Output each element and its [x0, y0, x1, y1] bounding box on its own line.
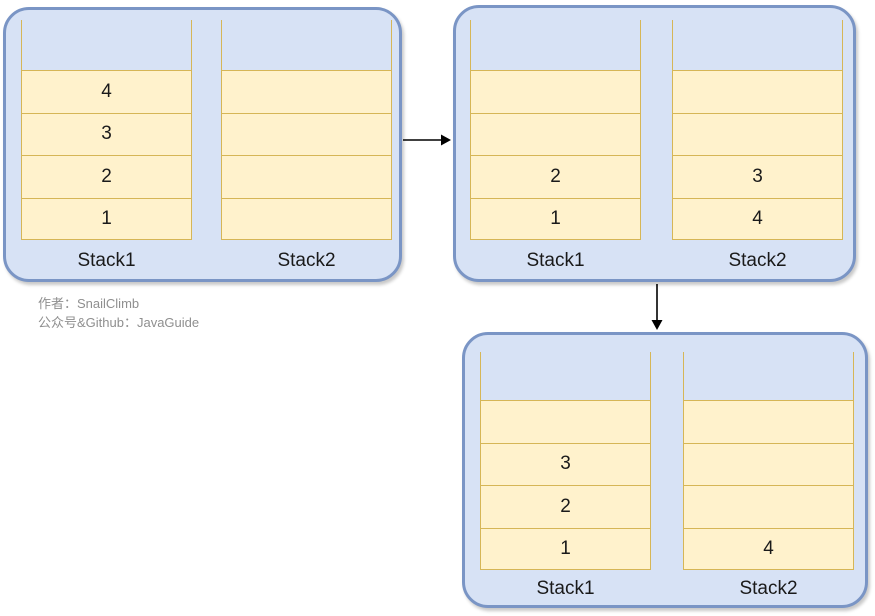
stack2-container: 4 [683, 352, 854, 570]
arrow-down-icon [651, 284, 663, 330]
state-panel-2: 2 1 3 4 Stack1 Stack2 [453, 5, 856, 282]
stack-cell [222, 112, 391, 155]
stack-cell [222, 70, 391, 113]
author-credit: 作者：SnailClimb [38, 296, 140, 311]
stack-cell [471, 112, 640, 155]
stack1-container: 4 3 2 1 [21, 20, 192, 240]
stack-cell [673, 70, 842, 113]
stack-cell [471, 70, 640, 113]
stack-cell [222, 155, 391, 198]
stack-cell [481, 400, 650, 443]
stack-cell [673, 112, 842, 155]
stack-cell [684, 442, 853, 485]
stack1-label: Stack1 [526, 250, 585, 271]
stack-cell [222, 197, 391, 240]
stack-cell: 1 [22, 197, 191, 240]
stack-cell: 2 [471, 155, 640, 198]
stack-cell: 4 [22, 70, 191, 113]
stack-cell: 1 [471, 197, 640, 240]
stack-cell [684, 400, 853, 443]
stack-open-top [673, 20, 842, 70]
stack-open-top [22, 20, 191, 70]
stack2-label: Stack2 [728, 250, 787, 271]
stack2-container [221, 20, 392, 240]
stack-cell: 1 [481, 527, 650, 570]
stack-open-top [222, 20, 391, 70]
credits: 作者：SnailClimb 公众号&Github：JavaGuide [38, 295, 199, 332]
stack2-container: 3 4 [672, 20, 843, 240]
stack-open-top [471, 20, 640, 70]
stack2-label: Stack2 [277, 250, 336, 271]
stack2-label: Stack2 [739, 578, 798, 599]
stack-cell [684, 485, 853, 528]
stack1-container: 2 1 [470, 20, 641, 240]
state-panel-3: 3 2 1 4 Stack1 Stack2 [462, 332, 868, 608]
stack-cell: 4 [684, 527, 853, 570]
stack1-container: 3 2 1 [480, 352, 651, 570]
stack-cell: 2 [481, 485, 650, 528]
github-credit: 公众号&Github：JavaGuide [38, 314, 200, 330]
stack1-label: Stack1 [536, 578, 595, 599]
stack1-label: Stack1 [77, 250, 136, 271]
stack-open-top [481, 352, 650, 400]
stack-cell: 3 [22, 112, 191, 155]
state-panel-1: 4 3 2 1 Stack1 Stack2 [3, 7, 402, 282]
arrow-right-icon [403, 134, 451, 146]
stack-cell: 3 [481, 442, 650, 485]
stack-open-top [684, 352, 853, 400]
stack-cell: 3 [673, 155, 842, 198]
stack-cell: 2 [22, 155, 191, 198]
stack-cell: 4 [673, 197, 842, 240]
